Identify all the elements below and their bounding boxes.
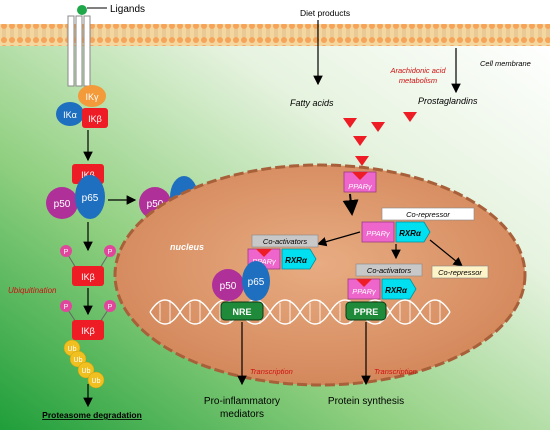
ub-label-3: Ub: [82, 368, 91, 375]
phospho-label-4: P: [108, 304, 113, 311]
ppar-active-left-label: PPARγ: [252, 257, 277, 266]
co-activators-box-left: [251, 234, 319, 248]
co-repressor-released-box: [431, 265, 489, 279]
ub-label-1: Ub: [68, 346, 77, 353]
co-repressor-box: [381, 207, 475, 221]
arachidonic-label-2: metabolism: [399, 76, 437, 85]
co-activators-label-right: Co-activators: [367, 266, 411, 275]
p50-label: p50: [54, 199, 71, 210]
ubiquitin-chain: Ub Ub Ub Ub: [63, 339, 105, 389]
ppar-cytoplasm-label: PPARγ: [348, 182, 373, 191]
p65-nucleus-protein: [242, 261, 270, 301]
p65-protein: [75, 175, 105, 219]
rxr-repressed-label: RXRα: [399, 229, 422, 238]
transcription-right-label: Transcription: [374, 367, 417, 376]
diet-products-label: Diet products: [300, 8, 350, 18]
ikb-protein-complex: [82, 108, 108, 128]
ikg-label: IKγ: [85, 92, 99, 102]
ppre-label: PPRE: [354, 307, 379, 317]
nre-label: NRE: [232, 307, 251, 317]
arrow-to-nre-complex: [316, 231, 361, 247]
proteasome-degradation-label: Proteasome degradation: [42, 410, 142, 420]
ikb-label-complex: IKβ: [88, 114, 102, 124]
co-repressor-released-label: Co-repressor: [438, 268, 482, 277]
transcription-left-label: Transcription: [250, 367, 293, 376]
ika-label: IKα: [63, 110, 77, 120]
ikb-label-phospho: IKβ: [81, 272, 95, 282]
ikg-protein: [78, 85, 106, 107]
ppar-repressed-label: PPARγ: [366, 229, 391, 238]
ub-label-4: Ub: [92, 378, 101, 385]
rxr-active-right: [381, 278, 417, 300]
phospho-label-3: P: [64, 304, 69, 311]
ikb-label-ub: IKβ: [81, 326, 95, 336]
rxr-active-left: [281, 248, 317, 270]
ppar-repressed: [361, 221, 395, 243]
ubiquitination-label: Ubiquitination: [8, 286, 57, 295]
arrow-release-corepressor: [429, 239, 463, 267]
p50-nucleus-label: p50: [220, 281, 237, 292]
p50-protein: [46, 187, 78, 219]
ppar-ligands: [343, 112, 417, 166]
ppar-active-right-label: PPARγ: [352, 287, 377, 296]
co-activators-label-left: Co-activators: [263, 237, 307, 246]
nucleus-label: nucleus: [170, 242, 204, 252]
protein-synthesis-label: Protein synthesis: [328, 396, 404, 407]
cell-membrane-label: Cell membrane: [480, 59, 531, 68]
phospho-label-1: P: [64, 249, 69, 256]
ikb-label: IKβ: [81, 170, 95, 180]
ligand: [77, 5, 87, 15]
co-repressor-label: Co-repressor: [406, 210, 450, 219]
ub-label-2: Ub: [74, 357, 83, 364]
rxr-active-right-label: RXRα: [385, 286, 408, 295]
ligands-label: Ligands: [110, 4, 145, 15]
p65-label: p65: [82, 193, 99, 204]
pro-inflammatory-label-2: mediators: [220, 409, 264, 420]
arrow-ppar-translocation: [342, 193, 359, 216]
pro-inflammatory-label-1: Pro-inflammatory: [204, 396, 280, 407]
rxr-active-left-label: RXRα: [285, 256, 308, 265]
p50-nucleus-protein: [212, 269, 244, 301]
p50-free-label: p50: [147, 199, 164, 210]
fatty-acids-label: Fatty acids: [290, 98, 334, 108]
arachidonic-label-1: Arachidonic acid: [389, 66, 446, 75]
phosphorylated-ikb: P P IKβ: [60, 245, 116, 286]
nre-element: [220, 301, 264, 321]
receptor: [67, 15, 91, 87]
rxr-repressed: [395, 221, 431, 243]
ika-protein: [56, 102, 84, 126]
p65-nucleus-label: p65: [248, 277, 265, 288]
cell-membrane: [0, 24, 550, 46]
co-activators-box-right: [355, 263, 423, 277]
prostaglandins-label: Prostaglandins: [418, 96, 478, 106]
phospho-label-2: P: [108, 249, 113, 256]
ppre-element: [345, 301, 387, 321]
dna-helix: [149, 299, 451, 325]
ubiquitinated-ikb: P P IKβ: [60, 300, 116, 340]
